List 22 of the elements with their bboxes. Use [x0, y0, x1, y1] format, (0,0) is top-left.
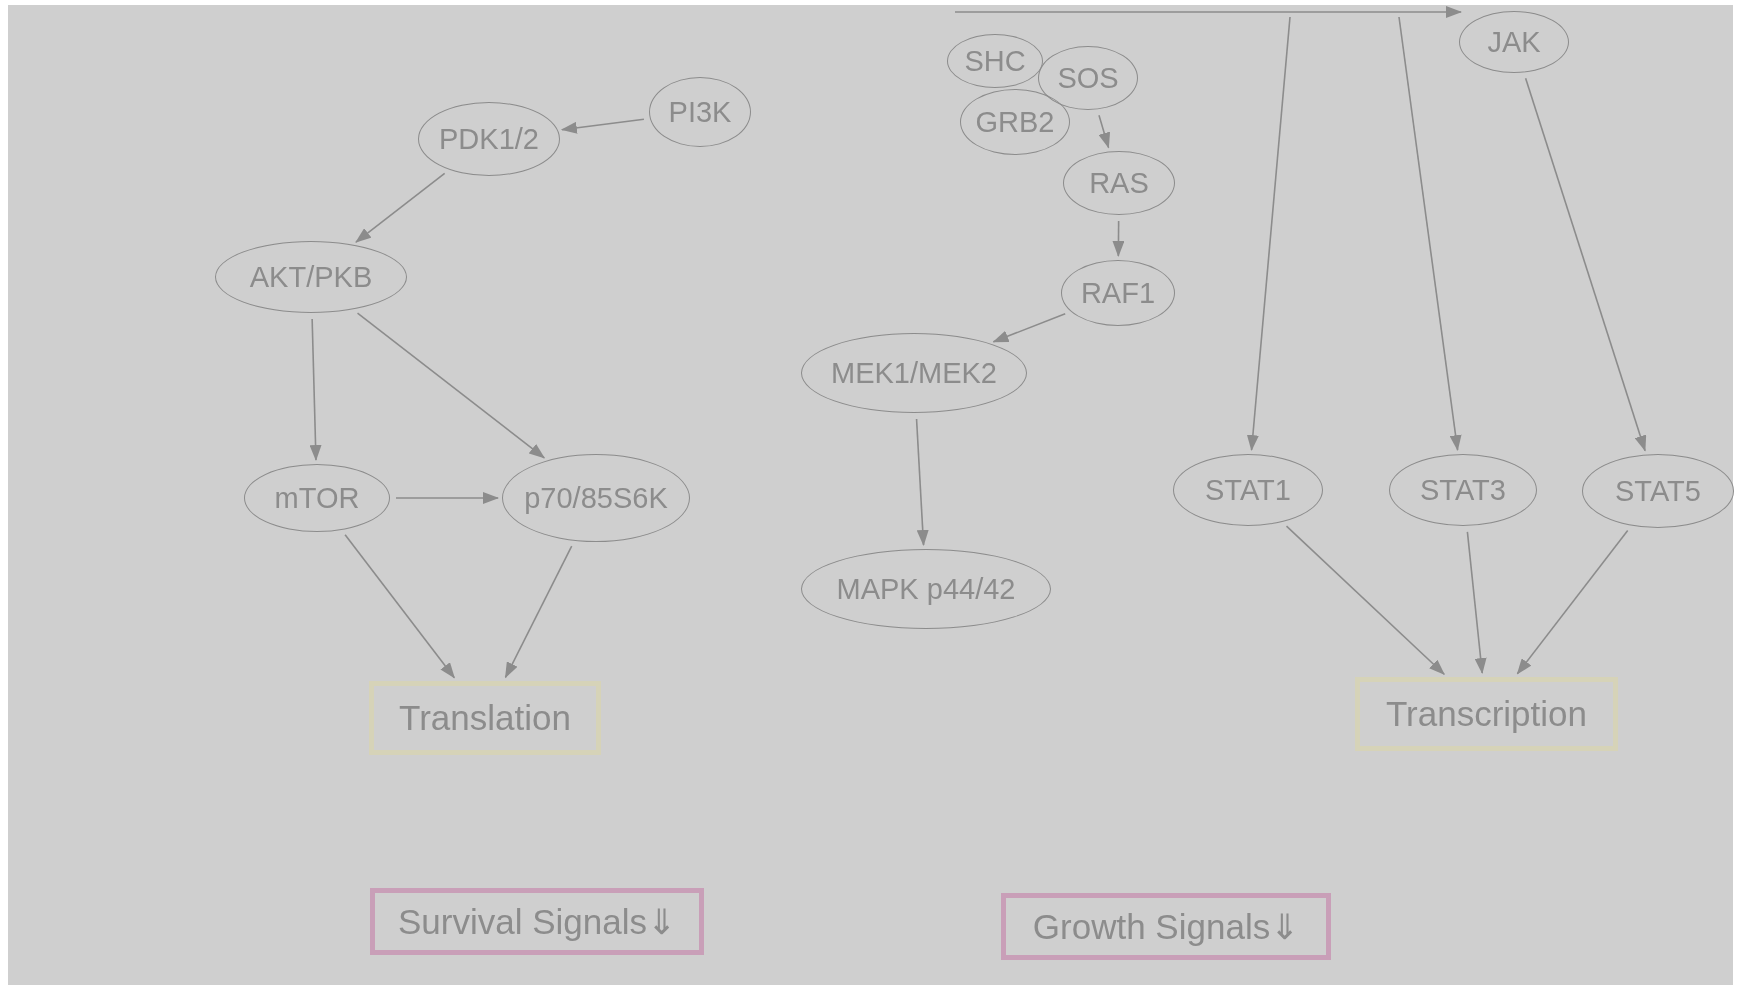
- arrow: [1098, 114, 1111, 149]
- arrow: [1285, 525, 1445, 676]
- arrow: [1246, 16, 1291, 452]
- arrow: [915, 418, 929, 546]
- arrow: [1398, 16, 1462, 452]
- arrow: [560, 118, 645, 134]
- arrow: [504, 545, 573, 679]
- arrow: [356, 312, 546, 459]
- process-box: Transcription: [1355, 677, 1618, 751]
- arrow: [1524, 77, 1647, 452]
- arrow: [1466, 531, 1487, 674]
- arrow: [309, 318, 322, 461]
- arrow: [1112, 220, 1125, 257]
- arrow: [344, 534, 456, 679]
- arrow: [355, 172, 446, 243]
- arrow: [395, 492, 499, 504]
- arrow: [992, 312, 1066, 343]
- outcome-box: Survival Signals⇓: [370, 888, 704, 955]
- outcome-box: Growth Signals⇓: [1001, 893, 1331, 960]
- arrow: [1516, 529, 1629, 675]
- arrow: [954, 6, 1462, 18]
- process-box: Translation: [369, 681, 601, 755]
